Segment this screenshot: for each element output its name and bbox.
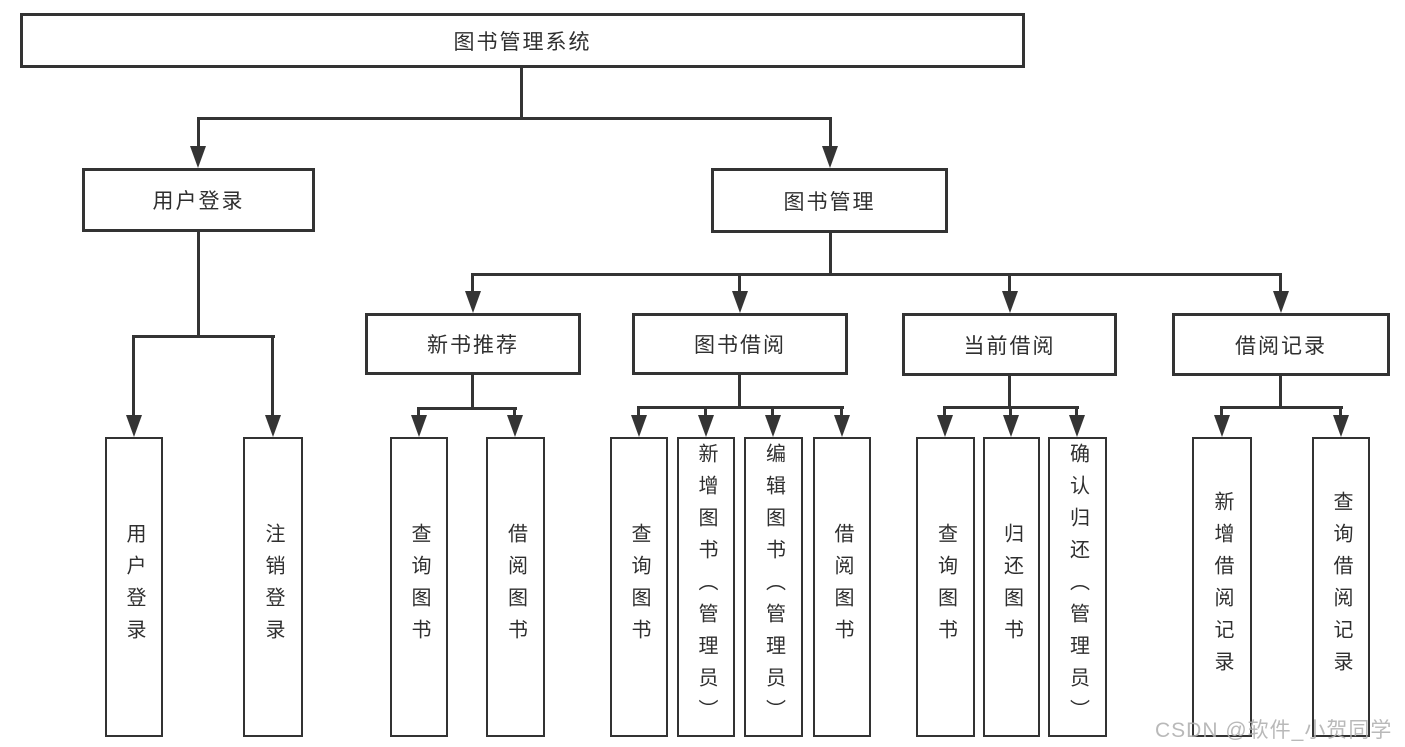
leaf-logout: 注销登录 xyxy=(243,437,303,737)
connector-leaf-drop xyxy=(132,335,135,418)
leaf-label: 新增图书（管理员） xyxy=(695,443,717,731)
node-current-borrowing: 当前借阅 xyxy=(902,313,1117,376)
leaf-label: 确认归还（管理员） xyxy=(1066,443,1089,731)
arrowhead xyxy=(1002,291,1018,313)
leaf-return-book: 归还图书 xyxy=(983,437,1040,737)
arrowhead xyxy=(698,415,714,437)
arrowhead xyxy=(1214,415,1230,437)
connector-leaf-drop xyxy=(771,406,774,419)
connector-level2-splitter xyxy=(471,273,1282,276)
leaf-query-book-borrow: 查询图书 xyxy=(610,437,668,737)
connector-leaf-drop xyxy=(271,335,274,418)
node-label: 图书管理 xyxy=(783,190,876,214)
arrowhead xyxy=(411,415,427,437)
connector-leaf-drop xyxy=(943,406,946,419)
arrowhead xyxy=(190,146,206,168)
arrowhead xyxy=(1333,415,1349,437)
connector-borrow-splitter xyxy=(637,406,844,409)
arrowhead xyxy=(265,415,281,437)
leaf-label: 归还图书 xyxy=(1000,523,1023,651)
node-label: 图书借阅 xyxy=(694,334,786,357)
node-book-borrowing: 图书借阅 xyxy=(632,313,848,375)
node-user-login: 用户登录 xyxy=(82,168,315,232)
connector-current-stem xyxy=(1008,374,1011,409)
leaf-confirm-return-admin: 确认归还（管理员） xyxy=(1048,437,1107,737)
connector-user-login-drop xyxy=(197,117,200,149)
leaf-label: 查询图书 xyxy=(934,523,957,651)
arrowhead xyxy=(765,415,781,437)
arrowhead xyxy=(1273,291,1289,313)
connector-user-login-stem xyxy=(197,231,200,338)
connector-root-stem xyxy=(520,66,523,119)
leaf-label: 编辑图书（管理员） xyxy=(762,443,785,731)
leaf-add-book-admin: 新增图书（管理员） xyxy=(677,437,735,737)
connector-recommend-splitter xyxy=(417,407,517,410)
connector-user-login-splitter xyxy=(132,335,275,338)
arrowhead xyxy=(631,415,647,437)
leaf-query-book-recommend: 查询图书 xyxy=(390,437,448,737)
arrowhead xyxy=(822,146,838,168)
connector-leaf-drop xyxy=(1339,406,1342,419)
arrowhead xyxy=(1069,415,1085,437)
connector-book-mgmt-drop xyxy=(829,117,832,149)
leaf-label: 查询图书 xyxy=(408,523,430,651)
leaf-borrow-book-recommend: 借阅图书 xyxy=(486,437,545,737)
node-label: 当前借阅 xyxy=(963,334,1056,358)
connector-leaf-drop xyxy=(1075,406,1078,419)
leaf-label: 用户登录 xyxy=(123,523,145,651)
node-borrowing-records: 借阅记录 xyxy=(1172,313,1390,376)
node-label: 借阅记录 xyxy=(1235,334,1327,358)
arrowhead xyxy=(1003,415,1019,437)
leaf-borrow-book: 借阅图书 xyxy=(813,437,871,737)
node-book-management: 图书管理 xyxy=(711,168,948,233)
leaf-user-login: 用户登录 xyxy=(105,437,163,737)
leaf-label: 注销登录 xyxy=(262,523,284,651)
connector-leaf-drop xyxy=(704,406,707,419)
connector-borrow-stem xyxy=(738,374,741,409)
connector-leaf-drop xyxy=(417,407,420,419)
leaf-label: 查询图书 xyxy=(628,523,650,651)
node-label: 新书推荐 xyxy=(427,334,519,357)
node-new-book-recommendation: 新书推荐 xyxy=(365,313,581,375)
connector-leaf-drop xyxy=(1220,406,1223,419)
arrowhead xyxy=(834,415,850,437)
arrowhead xyxy=(126,415,142,437)
connector-leaf-drop xyxy=(513,407,516,419)
connector-records-stem xyxy=(1279,374,1282,409)
node-label: 用户登录 xyxy=(152,190,245,213)
leaf-label: 借阅图书 xyxy=(504,523,527,651)
arrowhead xyxy=(465,291,481,313)
leaf-label: 查询借阅记录 xyxy=(1330,491,1352,683)
leaf-query-borrow-record: 查询借阅记录 xyxy=(1312,437,1370,737)
arrowhead xyxy=(732,291,748,313)
arrowhead xyxy=(507,415,523,437)
connector-level2-drop xyxy=(738,273,741,294)
leaf-label: 借阅图书 xyxy=(831,523,853,651)
node-label: 图书管理系统 xyxy=(453,30,592,54)
connector-leaf-drop xyxy=(637,406,640,419)
connector-level1-splitter xyxy=(197,117,832,120)
connector-recommend-stem xyxy=(471,374,474,410)
arrowhead xyxy=(937,415,953,437)
connector-level2-drop xyxy=(471,273,474,294)
leaf-label: 新增借阅记录 xyxy=(1211,491,1233,683)
connector-leaf-drop xyxy=(840,406,843,419)
connector-book-mgmt-stem xyxy=(829,231,832,276)
watermark: CSDN @软件_小贺同学 xyxy=(1155,719,1393,742)
leaf-query-book-current: 查询图书 xyxy=(916,437,975,737)
node-library-management-system: 图书管理系统 xyxy=(20,13,1025,68)
connector-records-splitter xyxy=(1220,406,1343,409)
connector-level2-drop xyxy=(1008,273,1011,294)
connector-leaf-drop xyxy=(1009,406,1012,419)
leaf-add-borrow-record: 新增借阅记录 xyxy=(1192,437,1252,737)
connector-level2-drop xyxy=(1279,273,1282,294)
leaf-edit-book-admin: 编辑图书（管理员） xyxy=(744,437,803,737)
